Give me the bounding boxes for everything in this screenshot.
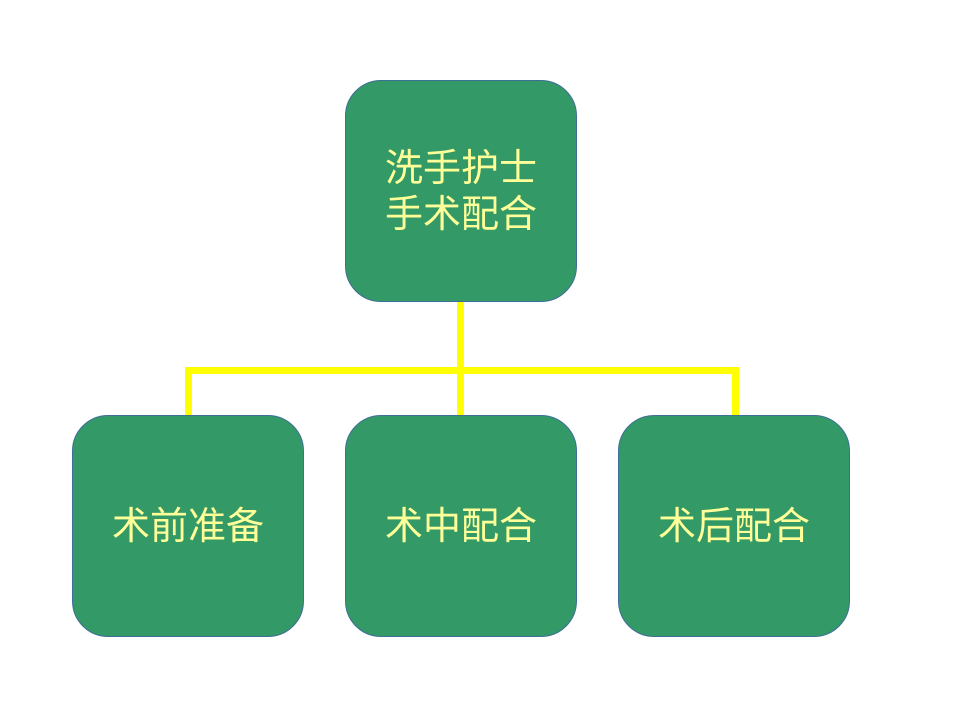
child-node-postoperative: 术后配合 — [618, 415, 850, 637]
child-node-label: 术中配合 — [384, 504, 537, 548]
child-node-preoperative: 术前准备 — [72, 415, 304, 637]
connector-horizontal-bar — [185, 367, 739, 374]
root-node-line2: 手术配合 — [384, 192, 537, 236]
connector-right-drop — [732, 367, 739, 415]
root-node: 洗手护士 手术配合 — [345, 80, 577, 302]
connector-left-drop — [185, 367, 192, 415]
child-node-label: 术后配合 — [657, 504, 810, 548]
connector-root-stem — [457, 302, 464, 415]
child-node-intraoperative: 术中配合 — [345, 415, 577, 637]
root-node-line1: 洗手护士 — [384, 146, 537, 190]
child-node-label: 术前准备 — [111, 504, 264, 548]
